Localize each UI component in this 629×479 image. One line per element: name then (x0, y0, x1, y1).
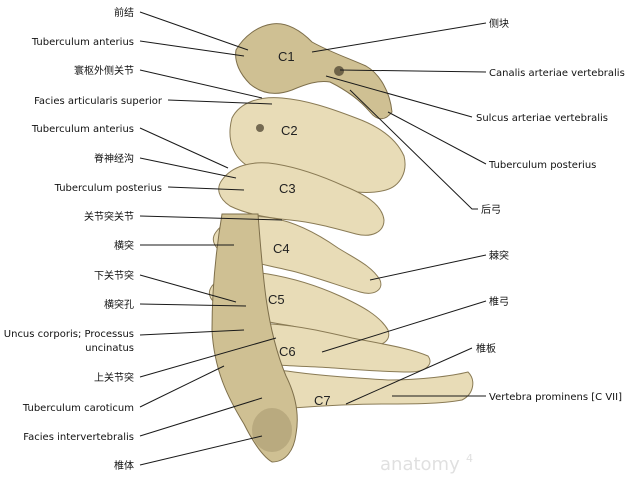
label-tuberculum-posterius-left: Tuberculum posterius (54, 183, 162, 194)
leader-left-10 (139, 274, 237, 303)
leader-left-3 (139, 69, 263, 99)
label-facies-articularis-superior: Facies articularis superior (34, 96, 163, 107)
label-anterior-tubercle-zh: 前结 (114, 6, 134, 19)
leader-lines (139, 11, 487, 466)
body-shadow (252, 408, 292, 452)
label-superior-articular-process-zh: 上关节突 (94, 371, 134, 384)
leader-left-16 (139, 435, 263, 466)
label-tuberculum-anterius-c1: Tuberculum anterius (31, 37, 134, 48)
label-transverse-foramen-zh: 横突孔 (104, 298, 134, 311)
level-c7: C7 (314, 393, 331, 408)
level-c5: C5 (268, 292, 285, 307)
label-sulcus-arteriae-vertebralis: Sulcus arteriae vertebralis (476, 113, 608, 124)
label-spinal-nerve-groove-zh: 脊神经沟 (94, 152, 134, 165)
leader-left-11 (139, 303, 247, 307)
label-tuberculum-anterius-c3: Tuberculum anterius (31, 124, 134, 135)
leader-left-12 (139, 329, 245, 336)
leader-right-2 (339, 69, 487, 73)
level-c3: C3 (279, 181, 296, 196)
leader-left-2 (139, 40, 245, 57)
watermark: anatomy 4 (380, 452, 473, 475)
leader-left-15 (139, 397, 263, 437)
c1-atlas (235, 23, 393, 120)
level-c2: C2 (281, 123, 298, 138)
c3-vertebra (218, 162, 385, 236)
label-tuberculum-posterius-right: Tuberculum posterius (488, 160, 596, 171)
leader-right-5 (349, 89, 478, 210)
leader-right-4 (387, 111, 487, 165)
watermark-superscript: 4 (466, 452, 473, 465)
label-inferior-articular-process-zh: 下关节突 (94, 269, 134, 282)
level-c4: C4 (273, 241, 290, 256)
c2-foramen (256, 124, 264, 132)
label-zygapophyseal-joint-zh: 关节突关节 (84, 210, 134, 223)
spine-illustration (208, 23, 474, 463)
label-vertebral-body-zh: 椎体 (114, 459, 134, 472)
label-canalis-arteriae-vertebralis: Canalis arteriae vertebralis (489, 68, 625, 79)
label-lamina-zh: 椎板 (476, 342, 496, 355)
leader-left-8 (139, 215, 283, 221)
leader-left-13 (139, 337, 277, 378)
leader-left-5 (139, 127, 229, 169)
leader-left-7 (167, 186, 245, 191)
label-vertebra-prominens: Vertebra prominens [C VII] (489, 392, 622, 403)
c1-canal (334, 66, 344, 76)
label-lateral-mass-zh: 侧块 (489, 17, 509, 30)
label-vertebral-arch-zh: 椎弓 (489, 295, 509, 308)
label-uncus-corporis: Uncus corporis; Processus (4, 329, 134, 340)
leader-right-8 (345, 347, 473, 405)
label-tuberculum-caroticum: Tuberculum caroticum (22, 403, 134, 414)
leader-left-1 (139, 11, 249, 51)
leader-right-6 (369, 254, 487, 281)
right-labels: 侧块 Canalis arteriae vertebralis Sulcus a… (476, 17, 625, 403)
leader-left-4 (167, 99, 273, 105)
label-atlantoaxial-joint-zh: 寰枢外侧关节 (74, 64, 134, 77)
leader-left-6 (139, 157, 237, 179)
watermark-text: anatomy (380, 454, 460, 475)
vertebral-bodies (211, 213, 298, 463)
leader-left-14 (139, 365, 225, 408)
left-labels: 前结 Tuberculum anterius 寰枢外侧关节 Facies art… (4, 6, 163, 472)
label-transverse-process-zh: 横突 (114, 239, 134, 252)
level-c1: C1 (278, 49, 295, 64)
label-posterior-arch-zh: 后弓 (481, 204, 501, 216)
leader-right-1 (311, 22, 487, 53)
leader-right-7 (321, 300, 487, 353)
level-c6: C6 (279, 344, 296, 359)
label-facies-intervertebralis: Facies intervertebralis (23, 432, 134, 443)
label-spinous-process-zh: 棘突 (489, 249, 509, 262)
label-uncinatus: uncinatus (85, 343, 134, 354)
vertebra-level-labels: C1 C2 C3 C4 C5 C6 C7 (268, 49, 331, 408)
leader-right-3 (325, 75, 473, 118)
